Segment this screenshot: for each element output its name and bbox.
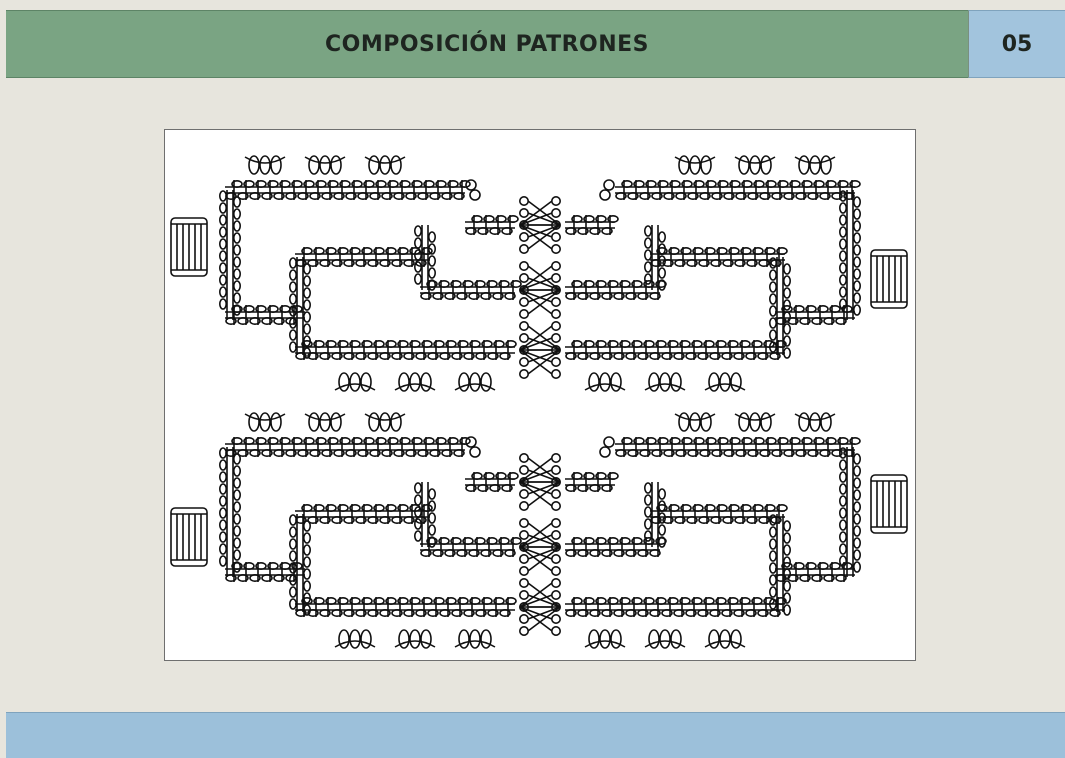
header-bar: COMPOSICIÓN PATRONES xyxy=(6,10,968,78)
page-title: COMPOSICIÓN PATRONES xyxy=(324,31,650,57)
footer-bar xyxy=(6,712,1065,758)
crochet-pattern-chart-icon xyxy=(170,155,908,649)
page-number-box: 05 xyxy=(968,10,1065,78)
pattern-lines xyxy=(170,155,908,649)
page-number: 05 xyxy=(1001,31,1033,57)
pattern-figure xyxy=(164,129,916,661)
